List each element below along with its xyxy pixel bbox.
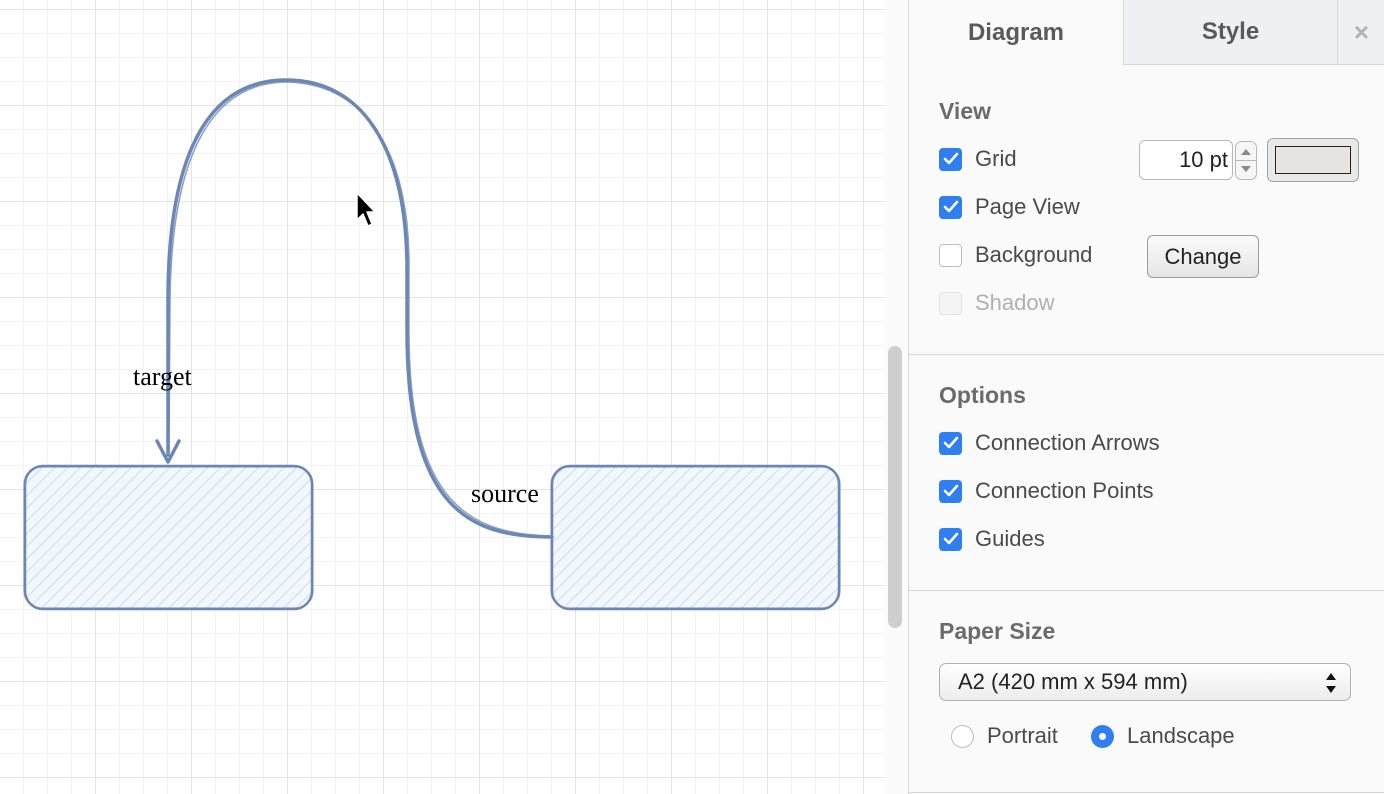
portrait-label: Portrait [987, 723, 1058, 748]
section-title-view: View [939, 98, 991, 124]
grid-color-button[interactable] [1267, 138, 1359, 182]
section-divider [909, 354, 1384, 355]
edge-label-source[interactable]: source [471, 479, 539, 508]
change-background-button[interactable]: Change [1147, 235, 1259, 278]
guides-checkbox-option[interactable]: Guides [939, 524, 1045, 554]
shadow-checkbox [939, 291, 962, 315]
background-label: Background [975, 242, 1093, 267]
page-view-checkbox[interactable] [939, 195, 962, 219]
grid-color-swatch [1275, 146, 1351, 174]
diagram-svg [23, 78, 841, 611]
portrait-radio-option[interactable]: Portrait [951, 720, 1058, 752]
connection-points-checkbox-option[interactable]: Connection Points [939, 476, 1154, 506]
shadow-checkbox-option: Shadow [939, 288, 1055, 318]
close-icon[interactable]: × [1337, 0, 1384, 65]
mouse-cursor-icon [356, 192, 376, 227]
shape-left-rectangle[interactable] [23, 464, 314, 611]
connection-points-label: Connection Points [975, 478, 1154, 503]
diagram-canvas[interactable]: target source [0, 0, 884, 794]
section-divider [909, 792, 1384, 793]
grid-label: Grid [975, 146, 1017, 171]
edge-label-target[interactable]: target [133, 362, 192, 391]
landscape-label: Landscape [1127, 723, 1235, 748]
landscape-radio[interactable] [1091, 724, 1114, 748]
connection-arrows-checkbox-option[interactable]: Connection Arrows [939, 428, 1160, 458]
tab-style[interactable]: Style [1123, 0, 1337, 65]
checkmark-icon [943, 436, 958, 449]
landscape-radio-option[interactable]: Landscape [1091, 720, 1235, 752]
checkmark-icon [943, 532, 958, 545]
grid-size-stepper[interactable] [1235, 141, 1257, 180]
portrait-radio[interactable] [951, 724, 974, 748]
grid-checkbox-option[interactable]: Grid [939, 144, 1017, 174]
canvas-scrollbar-thumb[interactable] [888, 346, 902, 628]
background-checkbox-option[interactable]: Background [939, 240, 1092, 270]
section-title-paper-size: Paper Size [939, 618, 1056, 644]
page-view-checkbox-option[interactable]: Page View [939, 192, 1080, 222]
grid-checkbox[interactable] [939, 147, 962, 171]
tab-diagram[interactable]: Diagram [909, 0, 1123, 65]
page-view-label: Page View [975, 194, 1080, 219]
checkmark-icon [943, 484, 958, 497]
shape-right-rectangle[interactable] [550, 464, 841, 611]
checkmark-icon [943, 152, 958, 165]
shadow-label: Shadow [975, 290, 1055, 315]
section-title-options: Options [939, 382, 1026, 408]
checkmark-icon [943, 200, 958, 213]
guides-checkbox[interactable] [939, 527, 962, 551]
grid-size-input[interactable]: 10 pt [1139, 140, 1233, 180]
select-arrows-icon [1326, 673, 1336, 693]
arrowhead-icon [155, 439, 181, 464]
guides-label: Guides [975, 526, 1045, 551]
connection-arrows-label: Connection Arrows [975, 430, 1160, 455]
background-checkbox[interactable] [939, 243, 962, 267]
paper-size-select[interactable]: A2 (420 mm x 594 mm) [939, 663, 1351, 701]
section-divider [909, 590, 1384, 591]
paper-size-selected-value: A2 (420 mm x 594 mm) [958, 669, 1188, 694]
format-panel: Diagram Style × View Grid 10 pt Page Vie… [908, 0, 1384, 794]
connection-arrows-checkbox[interactable] [939, 431, 962, 455]
connection-points-checkbox[interactable] [939, 479, 962, 503]
connector-edge[interactable] [166, 78, 554, 539]
